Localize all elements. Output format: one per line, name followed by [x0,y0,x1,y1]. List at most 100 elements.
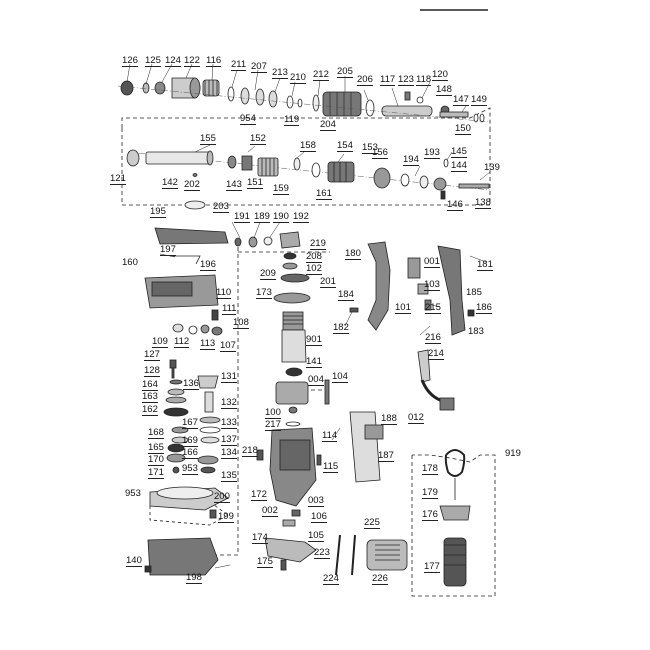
part-label-197: 197 [160,244,176,256]
part-label-156: 156 [372,147,388,159]
part-label-110: 110 [216,287,232,299]
part-label-190: 190 [273,211,289,223]
part-label-115: 115 [323,461,339,473]
part-label-195: 195 [150,206,166,218]
part-label-196: 196 [200,259,216,271]
part-label-134: 134 [221,447,237,459]
part-label-191: 191 [234,211,250,223]
part-label-123: 123 [398,74,414,86]
part-label-215: 215 [425,302,441,314]
part-label-226: 226 [372,573,388,585]
part-label-114: 114 [322,430,338,442]
part-label-167: 167 [182,417,198,429]
part-label-185: 185 [466,287,482,298]
part-label-112: 112 [174,336,190,348]
part-label-210: 210 [290,72,306,84]
part-label-113: 113 [200,338,216,350]
part-label-111: 111 [222,303,237,315]
part-label-001: 001 [424,256,440,268]
part-label-139: 139 [484,162,500,173]
part-label-223: 223 [314,547,330,559]
part-label-143: 143 [226,179,242,191]
part-label-152: 152 [250,133,266,145]
part-label-150: 150 [455,123,471,135]
part-label-003: 003 [308,495,324,507]
part-label-953-mid: 953 [182,463,198,475]
part-label-146: 146 [447,199,463,211]
part-label-136: 136 [183,378,199,390]
part-label-164: 164 [142,379,158,391]
part-label-208: 208 [306,251,322,263]
part-label-101: 101 [395,302,411,314]
part-label-159: 159 [273,183,289,195]
part-label-131: 131 [221,371,237,383]
part-label-219: 219 [310,238,326,250]
part-label-207: 207 [251,61,267,73]
part-label-171: 171 [148,467,164,479]
part-label-953-low: 953 [125,488,141,499]
part-label-120: 120 [432,69,448,81]
part-label-116: 116 [206,55,222,67]
part-label-125: 125 [145,55,161,67]
part-label-002: 002 [262,505,278,517]
part-label-176: 176 [422,509,438,521]
part-label-178: 178 [422,463,438,475]
part-label-187: 187 [378,450,394,462]
part-label-109: 109 [152,336,168,348]
part-label-128: 128 [144,365,160,377]
part-label-162: 162 [142,404,158,416]
part-label-138: 138 [475,197,491,209]
part-label-206: 206 [357,74,373,86]
part-label-209: 209 [260,268,276,280]
part-label-122: 122 [184,55,200,67]
part-label-004: 004 [308,374,324,386]
part-label-175: 175 [257,556,273,568]
part-label-188: 188 [381,413,397,425]
part-label-124: 124 [165,55,181,67]
part-label-216: 216 [425,332,441,344]
part-label-012: 012 [408,412,424,424]
part-label-199: 199 [218,511,234,523]
part-label-154: 154 [337,140,353,152]
part-label-182: 182 [333,322,349,334]
part-label-145: 145 [451,146,467,158]
part-label-132: 132 [221,397,237,409]
part-label-108: 108 [233,317,249,329]
part-label-198: 198 [186,572,202,584]
part-label-118: 118 [416,74,432,86]
part-label-169: 169 [182,435,198,447]
part-label-174: 174 [252,532,268,544]
part-label-102: 102 [306,263,322,275]
part-label-105: 105 [308,530,324,542]
part-label-170: 170 [148,454,164,466]
part-label-165: 165 [148,442,164,454]
part-label-160: 160 [122,257,138,268]
part-label-186: 186 [476,302,492,314]
part-label-142: 142 [162,177,178,189]
part-label-166: 166 [182,447,198,459]
part-label-179: 179 [422,487,438,499]
part-label-189: 189 [254,211,270,223]
part-label-919: 919 [505,448,521,459]
part-label-180: 180 [345,248,361,260]
part-label-161: 161 [316,188,332,200]
part-label-149: 149 [471,94,487,106]
part-label-103: 103 [424,279,440,291]
part-label-193: 193 [424,147,440,159]
part-label-194: 194 [403,154,419,166]
part-label-158: 158 [300,140,316,152]
part-label-192: 192 [293,211,309,223]
part-label-172: 172 [251,489,267,501]
part-label-201: 201 [320,276,336,288]
part-label-225: 225 [364,517,380,529]
part-label-119: 119 [284,114,300,126]
part-label-181: 181 [477,259,493,271]
part-label-200: 200 [214,491,230,503]
part-label-126: 126 [122,55,138,67]
part-label-177: 177 [424,561,440,573]
part-label-133: 133 [221,417,237,429]
part-label-155: 155 [200,133,216,145]
part-label-148: 148 [436,84,452,96]
